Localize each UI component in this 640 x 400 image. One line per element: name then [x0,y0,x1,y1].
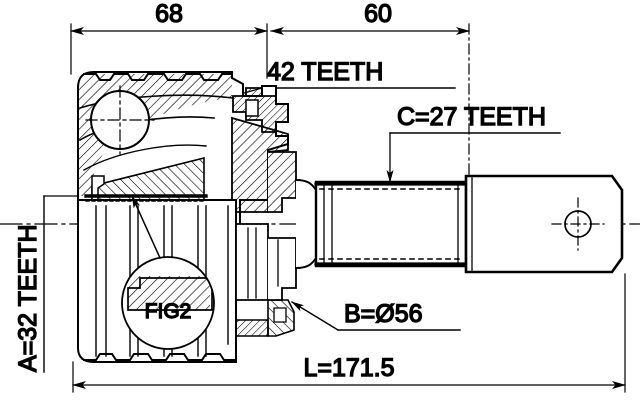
fig2-label: FIG2 [145,300,192,323]
splined-shaft [314,180,468,268]
dimension-overall [72,273,626,393]
dimension-68-value: 68 [155,0,183,28]
dimension-68 [70,23,268,79]
dimension-60 [270,23,470,181]
flange-step-hatch [268,152,296,212]
label-a32-teeth: A=32 TEETH [14,224,42,372]
dimension-60-value: 60 [364,0,392,28]
cage-lower-curve [83,144,207,171]
boot-serrations [83,353,237,361]
flange-lower-lines [247,227,279,299]
flange-section-lower [235,223,269,301]
shaft-neck [294,178,317,270]
dimension-overall-value: L=171.5 [303,354,394,382]
label-b56-leader [291,301,461,331]
tone-ring-groove [245,99,259,117]
raceway-upper-curve [78,94,234,110]
label-42-teeth: 42 TEETH [267,58,383,86]
label-c27-leader [386,132,561,183]
fig2-leader [131,195,161,259]
abs-tone-ring [232,87,289,133]
label-c27-teeth: C=27 TEETH [397,103,546,131]
circlip-bore [273,307,287,323]
retainer-ring-lower [235,319,269,337]
flange-step-lower [267,237,297,301]
label-b56: B=Ø56 [344,300,423,328]
shaft-reference-lines [323,185,459,263]
shaft-end-collar [464,174,624,274]
